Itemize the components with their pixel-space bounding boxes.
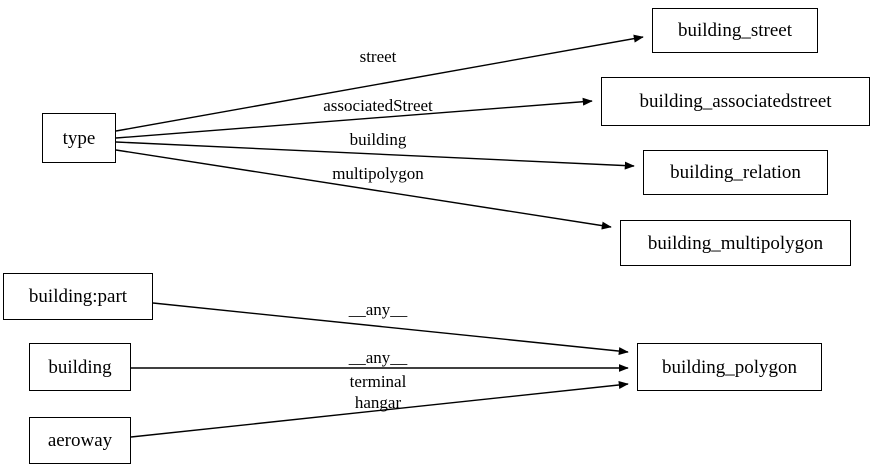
- node-type[interactable]: type: [42, 113, 116, 163]
- edge-label-part-any: __any__: [348, 300, 408, 319]
- edge-label-type-multipolygon: multipolygon: [332, 164, 424, 183]
- node-building_relation[interactable]: building_relation: [643, 150, 828, 195]
- edge-label-type-building: building: [349, 130, 407, 149]
- node-building_street[interactable]: building_street: [652, 8, 818, 53]
- edge-paths: [115, 34, 644, 438]
- edge-aeroway-terminal: [130, 380, 629, 438]
- edge-label-line: hangar: [354, 393, 402, 412]
- edge-label-aeroway-terminal: terminal hangar: [350, 371, 407, 413]
- edge-label-building-any: __any__: [348, 348, 408, 367]
- edge-label-type-associatedstreet: associatedStreet: [323, 96, 433, 115]
- node-building_associatedstreet[interactable]: building_associatedstreet: [601, 77, 870, 126]
- edge-type-multipolygon: [115, 149, 612, 230]
- edge-type-associatedstreet: [115, 97, 593, 139]
- node-aeroway[interactable]: aeroway: [29, 417, 131, 464]
- node-building_multipolygon[interactable]: building_multipolygon: [620, 220, 851, 266]
- node-building_part[interactable]: building:part: [3, 273, 153, 320]
- edge-label-type-street: street: [359, 47, 397, 66]
- node-building[interactable]: building: [29, 343, 131, 391]
- edge-label-line: terminal: [349, 372, 407, 391]
- edge-part-any: [152, 302, 629, 356]
- edge-type-street: [115, 34, 644, 132]
- node-building_polygon[interactable]: building_polygon: [637, 343, 822, 391]
- edge-type-building: [115, 141, 635, 170]
